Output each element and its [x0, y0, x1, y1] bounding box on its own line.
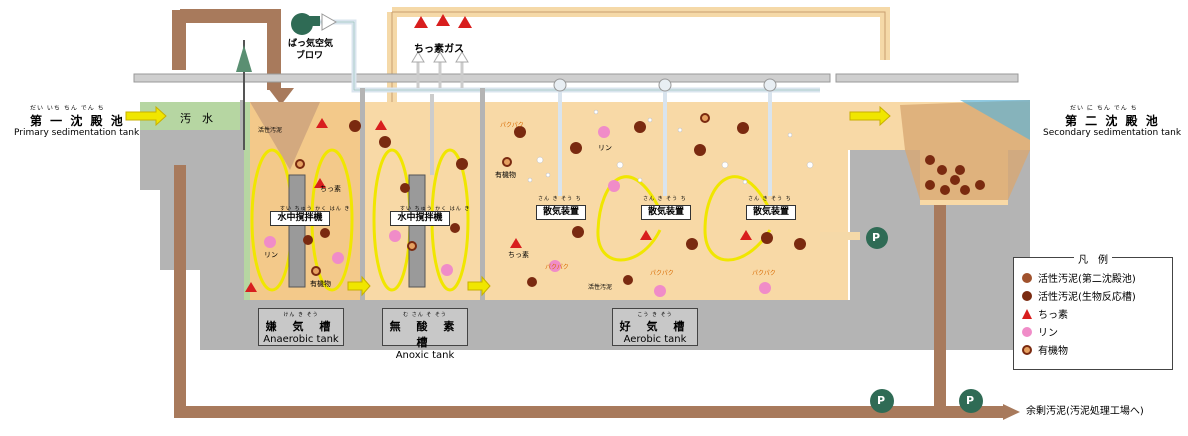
- return-sludge-pipe-inlet: [180, 9, 281, 90]
- mixer-label-1: 水中撹拌機: [270, 211, 330, 226]
- sewage-label: 汚 水: [180, 112, 213, 125]
- cover-slab: [133, 73, 831, 83]
- inflow-ruby: だい いち ちん でん ち: [30, 105, 105, 112]
- sludge-label: 活性汚泥: [258, 127, 283, 134]
- nitrogen-gas-label: ちっ素ガス: [414, 44, 464, 55]
- organic-label-2: 有機物: [495, 171, 516, 179]
- pump-label-2: P: [877, 394, 886, 407]
- legend-item-5: 有機物: [1038, 346, 1068, 357]
- secondary-tank-label: 第 二 沈 殿 池: [1065, 114, 1160, 128]
- mixer-ruby-2: すい ちゅう かく はん き: [400, 206, 471, 212]
- phosphorus-icon: [1022, 326, 1032, 337]
- tank-en-anaerobic: Anaerobic tank: [263, 334, 339, 345]
- tank-label-anoxic: む さん そ そう 無 酸 素 槽 Anoxic tank: [382, 308, 468, 361]
- legend-item-1: 活性汚泥(第二沈殿池): [1038, 274, 1136, 285]
- mixer-1: [288, 174, 306, 288]
- blower-label-1: ばっ気空気: [288, 39, 334, 49]
- tank-en-aerobic: Aerobic tank: [623, 334, 687, 345]
- primary-tank-en: Primary sedimentation tank: [14, 128, 140, 138]
- mixer-label-2: 水中撹拌機: [390, 211, 450, 226]
- pakupaku-label-4: パクパク: [752, 270, 776, 277]
- legend-title: 凡 例: [1074, 255, 1112, 266]
- tank-jp-anoxic: 無 酸 素 槽: [389, 320, 461, 349]
- pump-icon: [866, 227, 983, 413]
- legend-item-3: ちっ素: [1038, 310, 1068, 321]
- organic-icon: [1022, 344, 1032, 355]
- mixer-2: [408, 174, 426, 288]
- tank-ruby-anoxic: む さん そ そう: [403, 312, 447, 318]
- mixer-ruby-1: すい ちゅう かく はん き: [280, 206, 351, 212]
- secondary-tank-en: Secondary sedimentation tank: [1043, 128, 1182, 138]
- sewage-inflow-arrow: [125, 105, 167, 127]
- pakupaku-label-3: パクパク: [650, 270, 674, 277]
- phosphorus-label-2: リン: [598, 144, 612, 152]
- nitrogen-icon: [1022, 308, 1032, 319]
- phosphorus-label-1: リン: [264, 251, 278, 259]
- pakupaku-label-2: パクパク: [545, 264, 569, 271]
- organic-label-1: 有機物: [310, 280, 331, 288]
- diffuser-ruby-3: さん き そう ち: [748, 196, 792, 202]
- tank-ruby-anaerobic: けん き そう: [283, 312, 319, 318]
- pump-label-1: P: [872, 231, 881, 244]
- nitrogen-label-2: ちっ素: [508, 251, 529, 259]
- bottom-sludge-pipe: [174, 165, 1005, 418]
- legend: 凡 例 活性汚泥(第二沈殿池) 活性汚泥(生物反応槽) ちっ素 リン 有機物: [1013, 255, 1173, 370]
- tank-en-anoxic: Anoxic tank: [395, 350, 455, 361]
- primary-tank-label: 第 一 沈 殿 池: [30, 114, 125, 128]
- diffuser-label-1: 散気装置: [536, 205, 586, 220]
- blower-label-2: ブロワ: [296, 51, 324, 61]
- nitrogen-label-1: ちっ素: [320, 185, 341, 193]
- diffuser-label-2: 散気装置: [641, 205, 691, 220]
- tank-jp-aerobic: 好 気 槽: [619, 320, 691, 333]
- diffuser-label-3: 散気装置: [746, 205, 796, 220]
- pump-label-3: P: [966, 394, 975, 407]
- outflow-ruby: だい に ちん でん ち: [1070, 105, 1138, 112]
- tank-label-anaerobic: けん き そう 嫌 気 槽 Anaerobic tank: [258, 308, 344, 346]
- sludge-label-2: 活性汚泥: [588, 284, 613, 291]
- pakupaku-label-1: パクパク: [500, 122, 524, 129]
- sludge-secondary-icon: [1022, 272, 1032, 283]
- diffuser-ruby-2: さん き そう ち: [643, 196, 687, 202]
- legend-item-2: 活性汚泥(生物反応槽): [1038, 292, 1136, 303]
- tank-jp-anaerobic: 嫌 気 槽: [265, 320, 337, 333]
- diffuser-ruby-1: さん き そう ち: [538, 196, 582, 202]
- tank-ruby-aerobic: こう き そう: [637, 312, 673, 318]
- legend-item-4: リン: [1038, 328, 1058, 339]
- excess-sludge-label: 余剰汚泥(汚泥処理工場へ): [1026, 406, 1144, 417]
- tank-label-aerobic: こう き そう 好 気 槽 Aerobic tank: [612, 308, 698, 346]
- sludge-reactor-icon: [1022, 290, 1032, 301]
